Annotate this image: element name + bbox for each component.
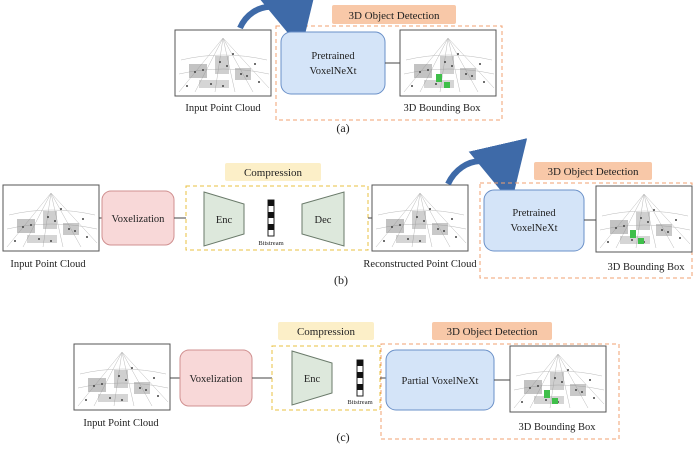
reuse-arrow (445, 138, 528, 204)
caption: (b) (334, 273, 348, 287)
caption: (a) (336, 121, 349, 135)
reconstructed-label: Reconstructed Point Cloud (363, 259, 477, 270)
compression-title-badge (278, 322, 374, 340)
panel-c: Input Point Cloud Voxelization Compressi… (73, 322, 620, 444)
detection-title: 3D Object Detection (446, 326, 538, 338)
detection-title-badge (432, 322, 552, 340)
voxelization-label: Voxelization (190, 374, 244, 385)
panel-b: Input Point Cloud Voxelization Compressi… (2, 138, 693, 287)
model-label-line1: Pretrained (512, 208, 556, 219)
encoder-trapezoid (203, 191, 245, 247)
encoder-trapezoid (291, 350, 333, 406)
pretrained-voxelnext-box (280, 31, 386, 95)
output-bbox-image (509, 345, 607, 413)
encoder-label: Enc (304, 374, 321, 385)
input-label: Input Point Cloud (10, 259, 86, 270)
input-label: Input Point Cloud (185, 103, 261, 114)
decoder-label: Dec (315, 215, 332, 226)
bitstream-icon (356, 359, 364, 397)
detection-title-badge (332, 5, 456, 24)
panel-a: Input Point Cloud 3D Object Detection Pr… (174, 0, 503, 135)
decoder-trapezoid (301, 191, 345, 247)
detection-dashed-region (275, 25, 503, 121)
input-point-cloud-image (73, 343, 171, 411)
bitstream-label: Bitstream (258, 240, 283, 247)
caption: (c) (336, 430, 349, 444)
compression-title: Compression (297, 326, 356, 338)
detection-dashed-region (380, 343, 620, 440)
pretrained-voxelnext-box (483, 189, 585, 252)
input-label: Input Point Cloud (83, 418, 159, 429)
detection-title: 3D Object Detection (348, 10, 440, 22)
detection-title-badge (534, 162, 652, 180)
bitstream-label: Bitstream (347, 399, 372, 406)
output-bbox-image (595, 185, 693, 253)
model-label-line2: VoxelNeXt (510, 223, 557, 234)
voxelization-label: Voxelization (112, 214, 166, 225)
input-point-cloud-image (174, 29, 272, 97)
model-label-line2: VoxelNeXt (309, 66, 356, 77)
output-label: 3D Bounding Box (607, 262, 685, 273)
skip-arrow (237, 0, 318, 50)
output-label: 3D Bounding Box (403, 103, 481, 114)
encoder-label: Enc (216, 215, 233, 226)
model-label: Partial VoxelNeXt (402, 376, 479, 387)
compression-title: Compression (244, 167, 303, 179)
input-point-cloud-image (2, 184, 100, 252)
compression-title-badge (225, 163, 321, 181)
model-label-line1: Pretrained (311, 51, 355, 62)
output-label: 3D Bounding Box (518, 422, 596, 433)
output-bbox-image (399, 29, 497, 97)
detection-title: 3D Object Detection (547, 166, 639, 178)
bitstream-icon (267, 199, 275, 237)
reconstructed-point-cloud-image (371, 184, 469, 252)
